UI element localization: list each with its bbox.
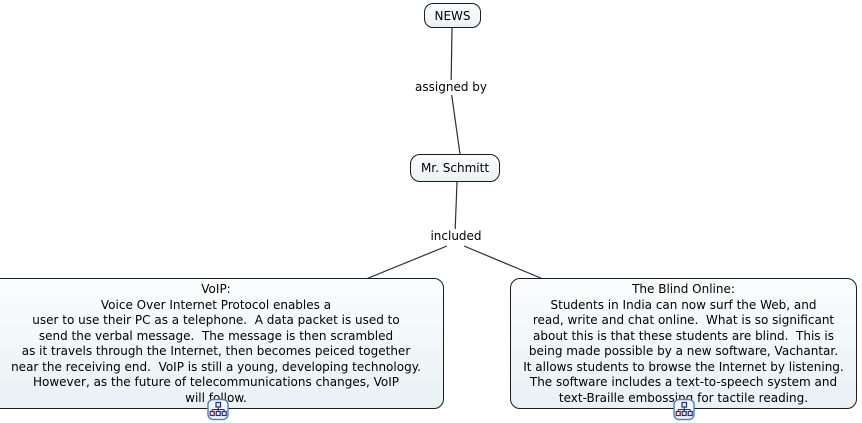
concept-box-blind-online-title: The Blind Online:	[632, 282, 735, 296]
concept-node-mr-schmitt-label: Mr. Schmitt	[420, 161, 490, 175]
edge-included-to-blind-online	[463, 245, 544, 280]
concept-node-news[interactable]: NEWS	[424, 3, 481, 28]
concept-box-blind-online[interactable]: The Blind Online: Students in India can …	[510, 278, 857, 409]
concept-box-voip[interactable]: VoIP: Voice Over Internet Protocol enabl…	[0, 278, 444, 409]
concept-node-news-label: NEWS	[434, 8, 471, 23]
concept-box-voip-title: VoIP:	[201, 282, 231, 296]
cmap-resource-icon[interactable]	[207, 398, 229, 421]
edge-news-to-assigned-by	[450, 27, 453, 91]
cmap-resource-icon[interactable]	[673, 398, 695, 421]
concept-box-voip-body: Voice Over Internet Protocol enables a u…	[11, 297, 421, 405]
edge-assigned-by-to-teacher	[450, 89, 461, 155]
edge-teacher-to-included	[454, 181, 458, 235]
concept-node-mr-schmitt[interactable]: Mr. Schmitt	[410, 154, 500, 182]
linking-phrase-assigned-by-label: assigned by	[415, 80, 487, 94]
linking-phrase-included-label: included	[430, 229, 482, 243]
concept-box-blind-online-body: Students in India can now surf the Web, …	[523, 297, 844, 405]
edge-included-to-voip	[365, 245, 448, 280]
linking-phrase-included[interactable]: included	[427, 229, 485, 244]
linking-phrase-assigned-by[interactable]: assigned by	[412, 80, 490, 95]
